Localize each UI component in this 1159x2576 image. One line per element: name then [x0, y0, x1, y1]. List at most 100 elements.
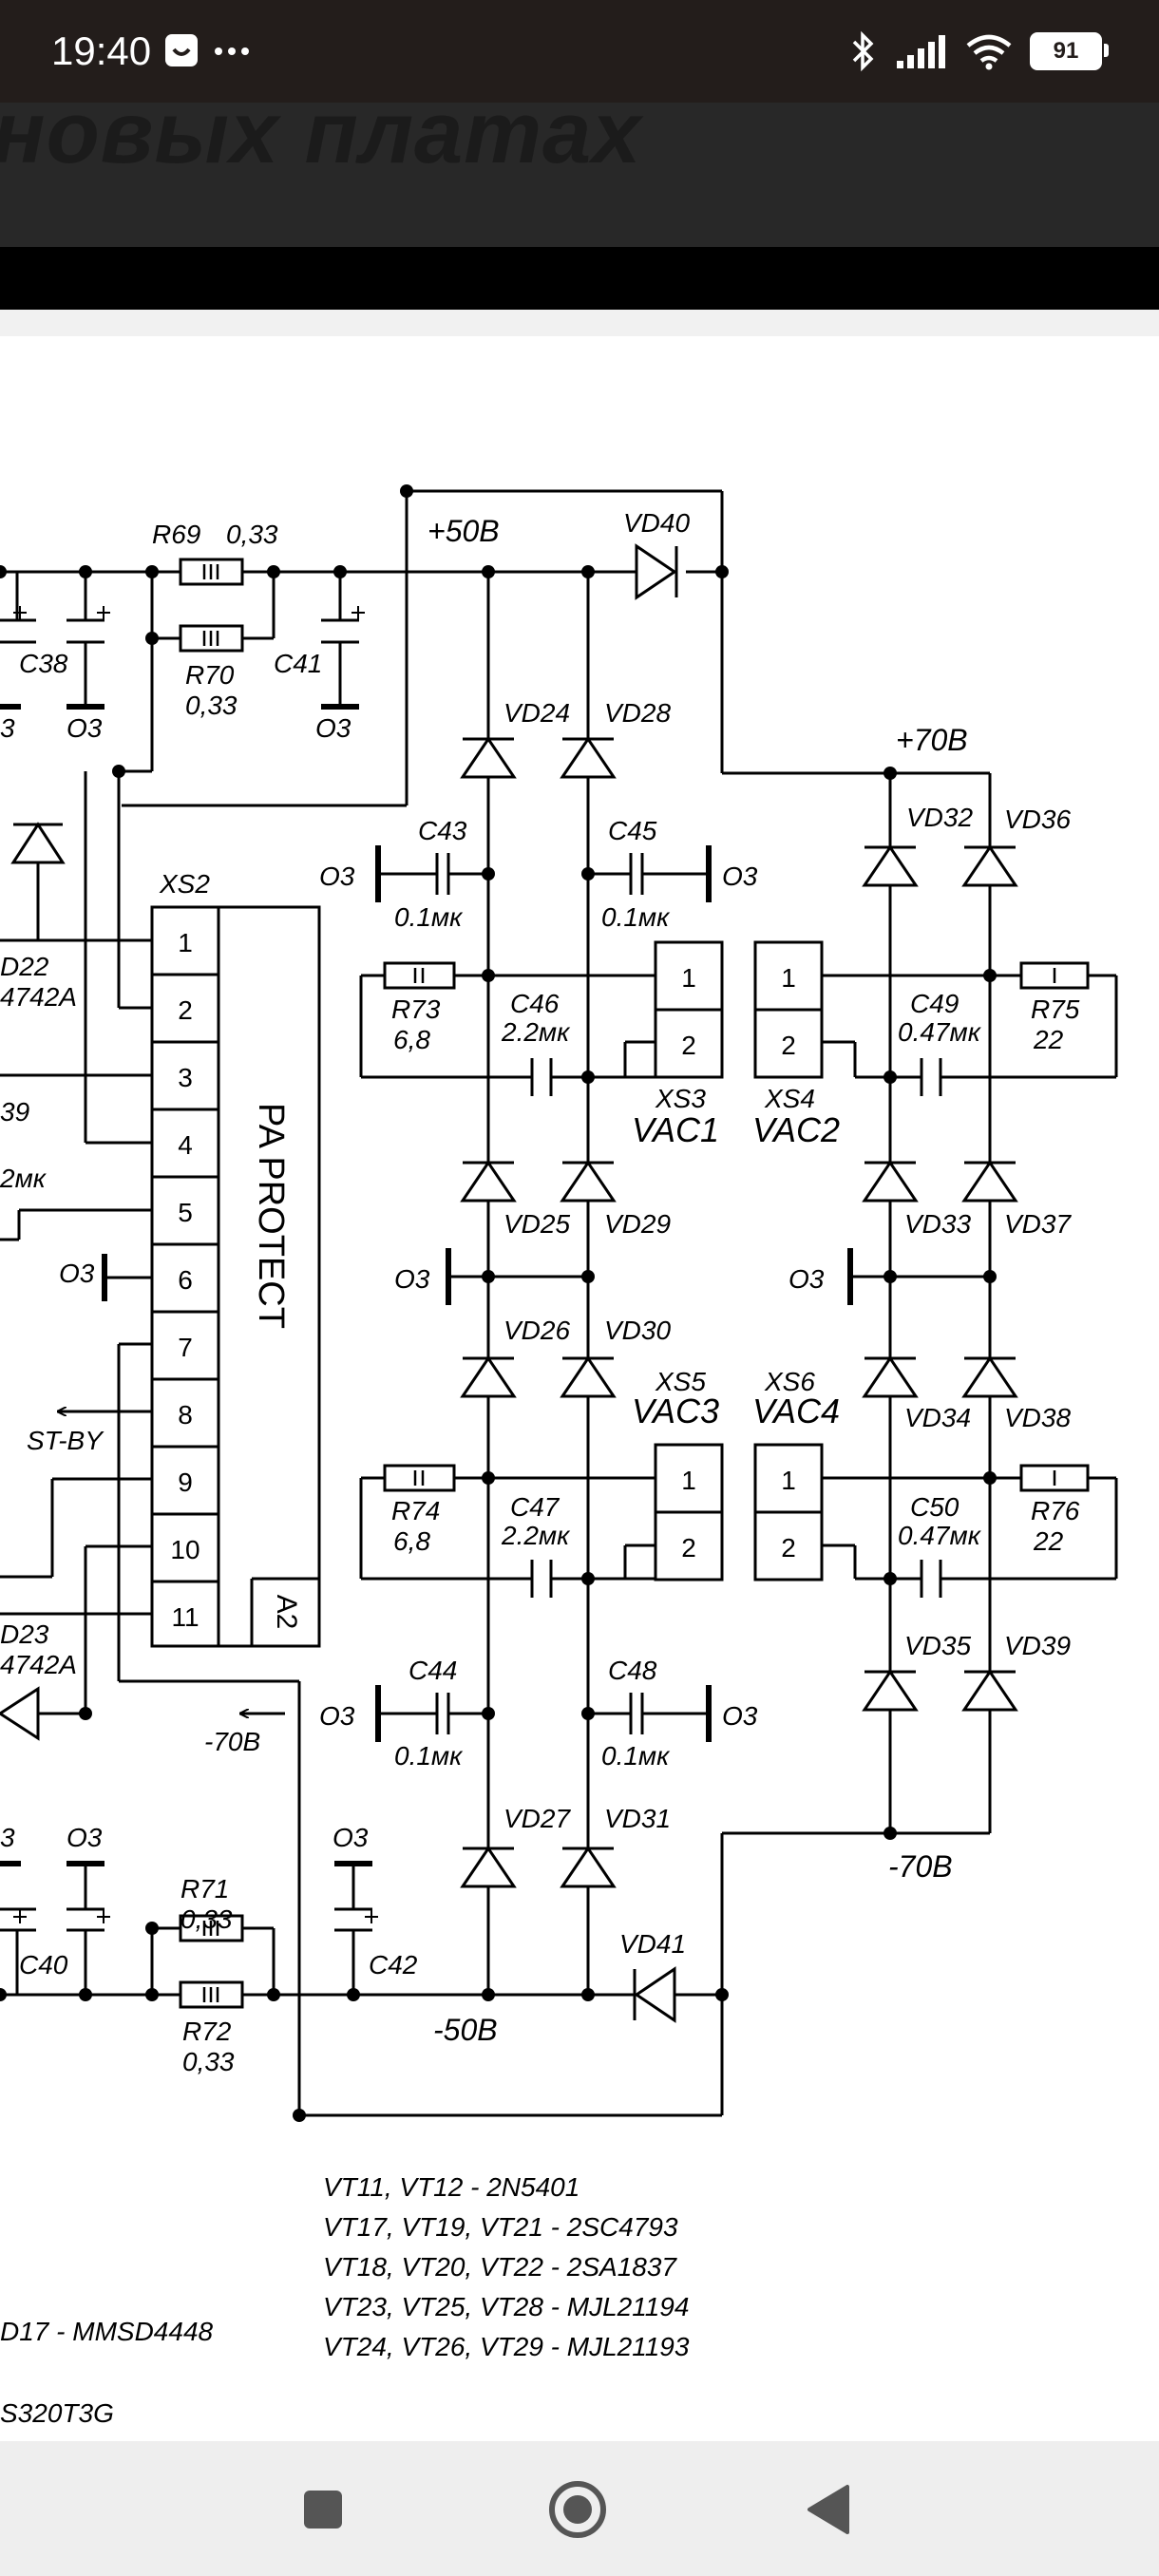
- label-c48: C48: [608, 1656, 657, 1685]
- label-c44-val: 0.1мк: [394, 1741, 464, 1771]
- xs2-pin-8: 8: [178, 1400, 193, 1430]
- label-xs5: XS5: [655, 1367, 706, 1396]
- battery-icon: 91: [1030, 32, 1109, 70]
- label-d23: D23: [0, 1619, 49, 1649]
- home-button[interactable]: [543, 2475, 612, 2544]
- label-d23-part: 4742A: [0, 1650, 77, 1679]
- label-c48-val: 0.1мк: [601, 1741, 671, 1771]
- status-time: 19:40: [51, 28, 152, 73]
- app-notification-icon: [165, 34, 198, 66]
- xs4-pin-1: 1: [781, 963, 796, 993]
- label-c50-val: 0.47мк: [898, 1521, 982, 1550]
- label-r75: R75: [1031, 994, 1080, 1024]
- label-r74: R74: [391, 1496, 440, 1525]
- note-line-5: VT24, VT26, VT29 - MJL21193: [323, 2332, 690, 2361]
- capacitor-polarity-marks: [13, 606, 378, 1923]
- note-left-2: S320T3G: [0, 2398, 114, 2428]
- label-ground-c45: О3: [722, 862, 758, 891]
- label-neg50: -50В: [433, 2013, 498, 2047]
- capacitor-symbols: [0, 618, 942, 1932]
- diode-symbols: [0, 543, 1018, 2023]
- recent-apps-button[interactable]: [289, 2475, 357, 2544]
- status-right-icons: 91: [849, 27, 1109, 76]
- label-a2: A2: [271, 1595, 302, 1630]
- label-r71: R71: [180, 1874, 229, 1904]
- xs2-pin-5: 5: [178, 1198, 193, 1227]
- label-vd27: VD27: [504, 1804, 571, 1833]
- label-c46-val: 2.2мк: [501, 1017, 571, 1047]
- label-neg70: -70В: [888, 1849, 953, 1884]
- navigation-bar: [0, 2441, 1159, 2576]
- bluetooth-icon: [852, 30, 874, 72]
- label-ground-c42: О3: [332, 1823, 369, 1852]
- label-c43: C43: [418, 816, 467, 845]
- article-content: +50В -50В +70В -70В -70В R69 0,33 R70 0,…: [0, 336, 1159, 2441]
- schematic-diagram: +50В -50В +70В -70В -70В R69 0,33 R70 0,…: [0, 484, 1118, 2428]
- label-vd28: VD28: [604, 698, 671, 728]
- label-c38: C38: [19, 649, 68, 678]
- label-c49-val: 0.47мк: [898, 1017, 982, 1047]
- label-vd31: VD31: [604, 1804, 671, 1833]
- label-r69: R69: [152, 520, 200, 549]
- label-c45: C45: [608, 816, 657, 845]
- label-c41: C41: [274, 649, 322, 678]
- label-vd29: VD29: [604, 1209, 671, 1239]
- label-c39-frag: 39: [0, 1097, 29, 1127]
- label-r69-val: 0,33: [226, 520, 278, 549]
- xs2-pin-4: 4: [178, 1130, 193, 1160]
- status-bar: 19:40 91: [0, 0, 1159, 103]
- label-vd25: VD25: [504, 1209, 570, 1239]
- xs2-pin-7: 7: [178, 1333, 193, 1362]
- label-c40: C40: [19, 1950, 68, 1979]
- label-ground-c44: О3: [319, 1701, 355, 1731]
- label-c47-val: 2.2мк: [501, 1521, 571, 1550]
- label-ground-c40: О3: [66, 1823, 103, 1852]
- label-r72-val: 0,33: [182, 2047, 235, 2076]
- label-vac2: VAC2: [752, 1110, 840, 1149]
- label-cap-frag: 2мк: [0, 1164, 48, 1193]
- schematic-labels: +50В -50В +70В -70В -70В R69 0,33 R70 0,…: [0, 508, 1080, 2076]
- label-c50: C50: [910, 1492, 960, 1522]
- label-c43-val: 0.1мк: [394, 902, 464, 932]
- back-button[interactable]: [794, 2475, 863, 2544]
- page-title: новых платах: [0, 103, 642, 181]
- label-stby: ST-BY: [27, 1426, 104, 1455]
- note-line-1: VT11, VT12 - 2N5401: [323, 2172, 580, 2202]
- label-c44: C44: [408, 1656, 457, 1685]
- label-ground-c38: О3: [66, 713, 103, 743]
- page-header: новых платах: [0, 103, 1159, 247]
- label-ground-c41: О3: [315, 713, 352, 743]
- label-xs2: XS2: [159, 869, 210, 899]
- xs6-pin-2: 2: [781, 1533, 796, 1563]
- label-ground-c48: О3: [722, 1701, 758, 1731]
- square-icon: [304, 2491, 342, 2529]
- label-ground-mid-left: О3: [394, 1264, 430, 1294]
- label-vd36: VD36: [1004, 805, 1071, 834]
- label-c45-val: 0.1мк: [601, 902, 671, 932]
- schematic-wires: [0, 489, 1118, 2117]
- label-vd38: VD38: [1004, 1403, 1071, 1432]
- xs2-pin-3: 3: [178, 1063, 193, 1092]
- xs2-pin-9: 9: [178, 1468, 193, 1497]
- content-gap: [0, 310, 1159, 336]
- resistor-symbols: [179, 558, 1090, 2009]
- label-vd33: VD33: [904, 1209, 971, 1239]
- label-vd41: VD41: [619, 1929, 686, 1959]
- label-r74-val: 6,8: [393, 1526, 430, 1556]
- resistor-marks: [202, 564, 1056, 2002]
- label-r76: R76: [1031, 1496, 1080, 1525]
- label-pos70: +70В: [896, 723, 968, 757]
- label-vd35: VD35: [904, 1631, 971, 1660]
- label-r75-val: 22: [1033, 1025, 1064, 1054]
- xs2-pin-2: 2: [178, 995, 193, 1025]
- label-neg70-arrow: -70В: [204, 1727, 260, 1756]
- label-vd26: VD26: [504, 1316, 570, 1345]
- label-xs3: XS3: [655, 1084, 706, 1113]
- label-pos50: +50В: [428, 514, 500, 548]
- wifi-icon: [966, 34, 1012, 70]
- label-r71-val: 0,33: [180, 1904, 233, 1934]
- xs4-pin-2: 2: [781, 1031, 796, 1060]
- xs6-pin-1: 1: [781, 1466, 796, 1495]
- xs2-pin-10: 10: [170, 1535, 200, 1564]
- label-c42: C42: [369, 1950, 418, 1979]
